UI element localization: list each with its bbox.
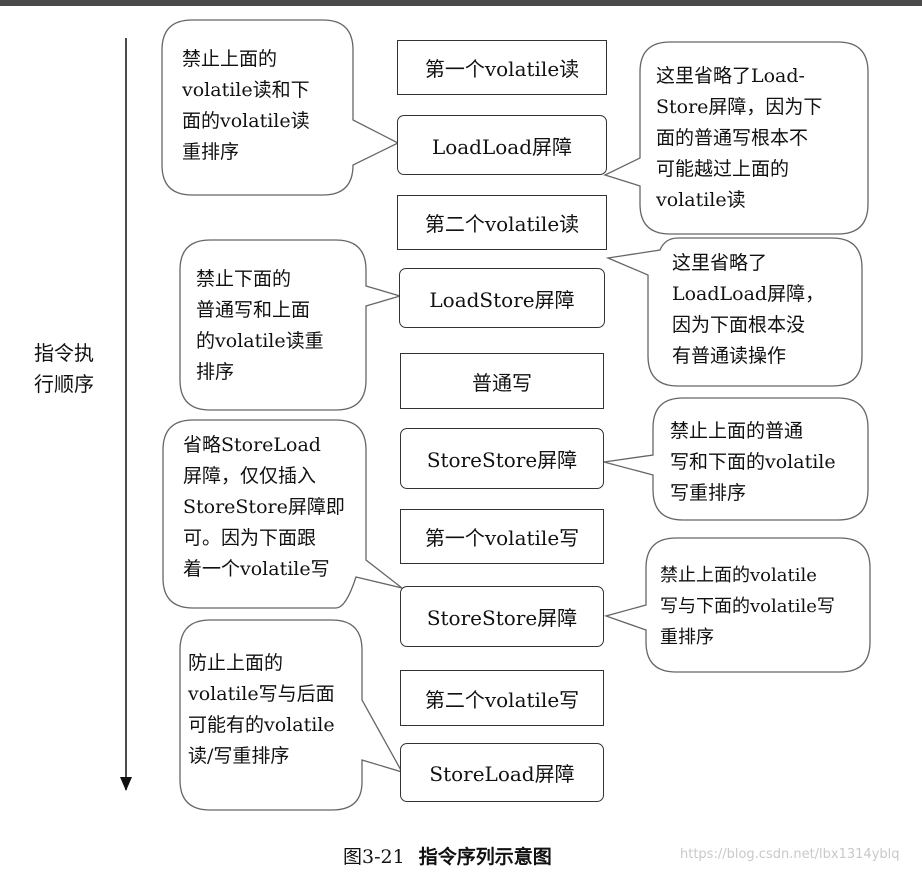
callout-bubble-6 bbox=[603, 397, 869, 521]
step-first-volatile-read: 第一个volatile读 bbox=[397, 40, 607, 95]
callout-bubble-1 bbox=[161, 19, 400, 196]
callout-bubble-7 bbox=[603, 537, 871, 673]
figure-title: 指令序列示意图 bbox=[418, 846, 552, 868]
callout-text-3: 禁止下面的 普通写和上面 的volatile读重 排序 bbox=[196, 268, 324, 383]
callout-text-5: 省略StoreLoad 屏障，仅仅插入 StoreStore屏障即 可。因为下面… bbox=[183, 434, 345, 580]
callout-bubble-8 bbox=[179, 619, 404, 811]
step-loadstore-barrier: LoadStore屏障 bbox=[399, 268, 605, 328]
callout-bubble-4 bbox=[605, 237, 863, 387]
callout-text-4: 这里省略了 LoadLoad屏障， 因为下面根本没 有普通读操作 bbox=[672, 252, 825, 367]
callout-bubble-5 bbox=[162, 419, 403, 609]
callout-bubble-3 bbox=[179, 239, 403, 411]
top-border bbox=[0, 0, 922, 6]
step-storestore-barrier-1: StoreStore屏障 bbox=[400, 428, 604, 489]
step-storeload-barrier: StoreLoad屏障 bbox=[400, 743, 604, 802]
callout-bubble-2 bbox=[603, 41, 869, 235]
watermark: https://blog.csdn.net/lbx1314yblq bbox=[680, 847, 900, 862]
step-normal-write: 普通写 bbox=[400, 353, 604, 409]
callout-text-7: 禁止上面的volatile 写与下面的volatile写 重排序 bbox=[660, 565, 835, 648]
figure-caption: 图3-21 指令序列示意图 bbox=[343, 842, 552, 869]
callout-text-1: 禁止上面的 volatile读和下 面的volatile读 重排序 bbox=[182, 48, 310, 163]
step-second-volatile-read: 第二个volatile读 bbox=[397, 195, 607, 250]
step-first-volatile-write: 第一个volatile写 bbox=[400, 509, 604, 564]
callout-text-8: 防止上面的 volatile写与后面 可能有的volatile 读/写重排序 bbox=[188, 652, 335, 767]
step-second-volatile-write: 第二个volatile写 bbox=[400, 670, 604, 726]
execution-order-label: 指令执 行顺序 bbox=[34, 341, 94, 396]
step-storestore-barrier-2: StoreStore屏障 bbox=[400, 586, 604, 647]
callout-text-2: 这里省略了Load- Store屏障，因为下 面的普通写根本不 可能越过上面的 … bbox=[656, 65, 823, 211]
callout-text-6: 禁止上面的普通 写和下面的volatile 写重排序 bbox=[670, 420, 836, 504]
figure-number: 图3-21 bbox=[343, 846, 405, 868]
step-loadload-barrier: LoadLoad屏障 bbox=[397, 115, 607, 175]
